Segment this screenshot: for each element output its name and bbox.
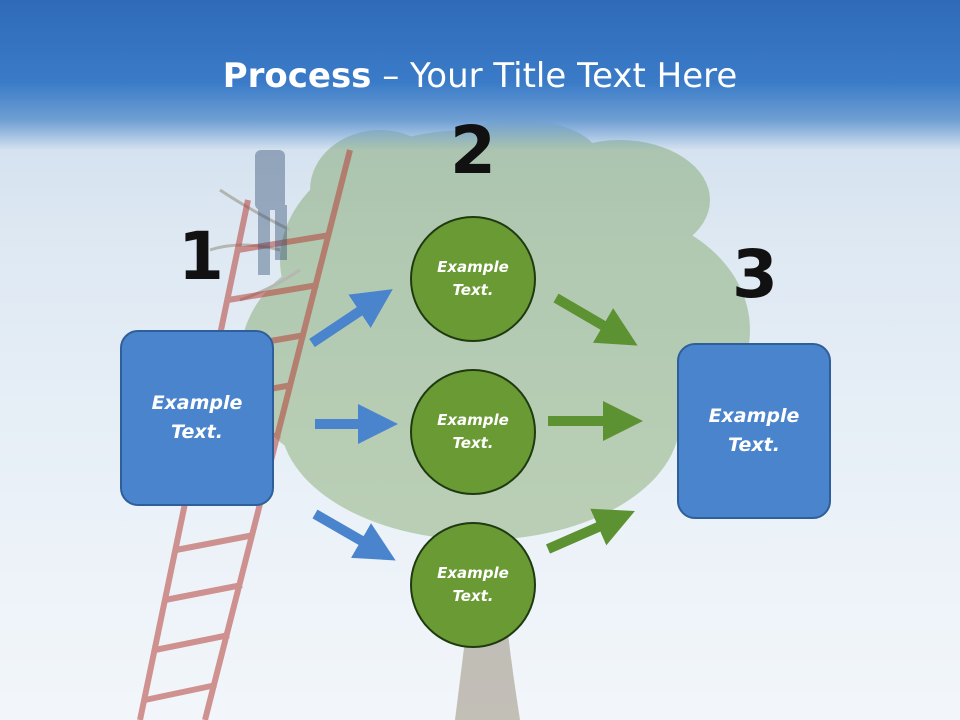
title-bold: Process <box>222 56 372 96</box>
step-number-1: 1 <box>178 218 224 295</box>
title-rest: – Your Title Text Here <box>371 56 738 96</box>
circle-middle-text: Example Text. <box>437 411 509 452</box>
circle-bottom-text: Example Text. <box>437 564 509 605</box>
left-process-box[interactable]: Example Text. <box>120 330 274 506</box>
process-circle-bottom[interactable]: Example Text. <box>410 522 536 648</box>
right-process-box[interactable]: Example Text. <box>677 343 831 519</box>
page-title: Process – Your Title Text Here <box>0 54 960 98</box>
process-circle-top[interactable]: Example Text. <box>410 216 536 342</box>
arrow-to-top-circle <box>309 289 393 348</box>
arrow-to-bottom-circle <box>312 509 396 561</box>
step-number-2: 2 <box>450 112 496 189</box>
circle-top-text: Example Text. <box>437 258 509 299</box>
title-bar <box>0 0 960 150</box>
arrow-top-to-right <box>553 293 638 346</box>
step-number-3: 3 <box>732 236 778 313</box>
right-box-text: Example Text. <box>708 405 800 456</box>
left-box-text: Example Text. <box>151 392 243 443</box>
process-circle-middle[interactable]: Example Text. <box>410 369 536 495</box>
arrow-bottom-to-right <box>545 508 635 554</box>
